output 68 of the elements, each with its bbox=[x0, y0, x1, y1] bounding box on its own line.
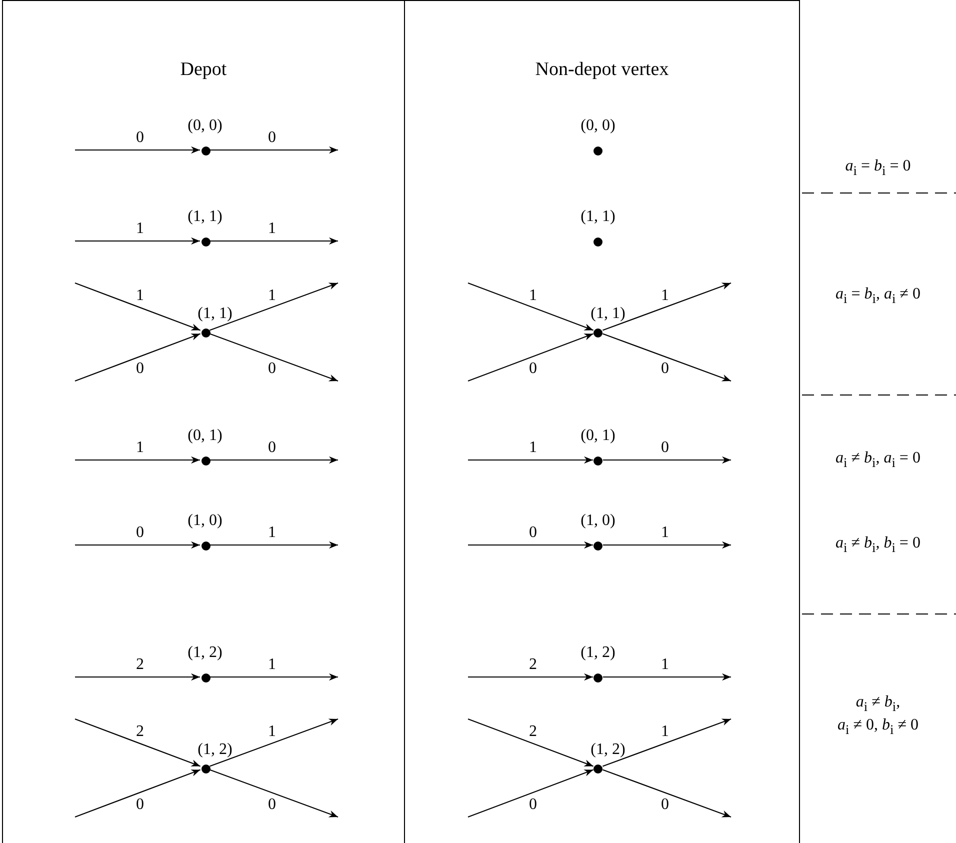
vertex-label: (1, 1) bbox=[188, 208, 222, 226]
vertex-label: (1, 0) bbox=[580, 512, 616, 530]
condition-label: a$_{i}$ ≠ b$_{i}$, bbox=[856, 694, 900, 714]
vertex-label: (1, 0) bbox=[188, 512, 222, 530]
arrow bbox=[603, 541, 731, 549]
arrow bbox=[603, 456, 731, 464]
condition-label: a$_{i}$ = b$_{i}$, a$_{i}$ ≠ 0 bbox=[836, 286, 920, 306]
vertex-dot bbox=[594, 764, 602, 774]
arrow bbox=[74, 718, 201, 767]
arrow bbox=[468, 673, 593, 681]
arrow bbox=[210, 333, 338, 382]
arrow bbox=[210, 769, 338, 818]
arrow bbox=[468, 769, 594, 818]
vertex-dot bbox=[202, 146, 210, 156]
arrow bbox=[602, 282, 732, 331]
vertex-dot bbox=[594, 146, 602, 156]
vertex-label: (0, 0) bbox=[188, 117, 222, 135]
vertex-dot bbox=[594, 674, 602, 682]
column-header: Non-depot vertex bbox=[534, 59, 670, 81]
vertex-dot bbox=[594, 328, 602, 338]
arrow bbox=[602, 718, 732, 767]
arrow bbox=[75, 456, 200, 464]
vertex-dot bbox=[202, 328, 210, 338]
arrow bbox=[210, 673, 338, 681]
column-header: Depot bbox=[179, 59, 228, 81]
vertex-label: (1, 1) bbox=[198, 305, 232, 323]
vertex-dot bbox=[202, 764, 210, 774]
vertex-label: (1, 2) bbox=[188, 644, 222, 662]
vertex-dot bbox=[594, 542, 602, 550]
vertex-label: (1, 2) bbox=[580, 644, 616, 662]
vertex-label: (0, 1) bbox=[188, 427, 222, 445]
vertex-dot bbox=[594, 238, 602, 246]
arrow bbox=[75, 237, 200, 245]
arrow bbox=[74, 333, 201, 382]
arrow bbox=[603, 673, 731, 681]
arrow bbox=[210, 237, 338, 245]
arrow bbox=[468, 456, 593, 464]
arrow bbox=[75, 673, 200, 681]
vertex-label: (1, 2) bbox=[590, 741, 626, 759]
arrow bbox=[210, 282, 338, 331]
condition-label: a$_{i}$ ≠ 0, b$_{i}$ ≠ 0 bbox=[838, 716, 918, 738]
arrow bbox=[468, 718, 594, 767]
arrow bbox=[210, 541, 338, 549]
condition-label: a$_{i}$ ≠ b$_{i}$, b$_{i}$ = 0 bbox=[836, 534, 920, 556]
vertex-label: (1, 1) bbox=[590, 305, 626, 323]
arrow bbox=[74, 282, 201, 331]
vertex-label: (0, 0) bbox=[580, 117, 616, 135]
vertex-dot bbox=[202, 238, 210, 246]
vertex-dot bbox=[202, 456, 210, 466]
condition-label: a$_{i}$ ≠ b$_{i}$, a$_{i}$ = 0 bbox=[836, 450, 920, 470]
arrow bbox=[468, 541, 593, 549]
arrow bbox=[210, 456, 338, 464]
arrow bbox=[75, 541, 200, 549]
arrow bbox=[74, 769, 201, 818]
arrow bbox=[210, 146, 338, 154]
vertex-dot bbox=[202, 674, 210, 682]
arrow bbox=[602, 769, 732, 818]
arrow bbox=[75, 146, 200, 154]
arrow bbox=[602, 333, 732, 382]
vertex-dot bbox=[202, 542, 210, 550]
arrow bbox=[468, 282, 594, 331]
vertex-label: (0, 1) bbox=[580, 427, 616, 445]
arrow bbox=[468, 333, 594, 382]
arrow bbox=[210, 718, 338, 767]
vertex-dot bbox=[594, 456, 602, 466]
vertex-label: (1, 2) bbox=[198, 741, 232, 759]
vertex-label: (1, 1) bbox=[580, 208, 616, 226]
condition-label: a$_{i}$ = b$_{i}$ = 0 bbox=[845, 158, 911, 178]
